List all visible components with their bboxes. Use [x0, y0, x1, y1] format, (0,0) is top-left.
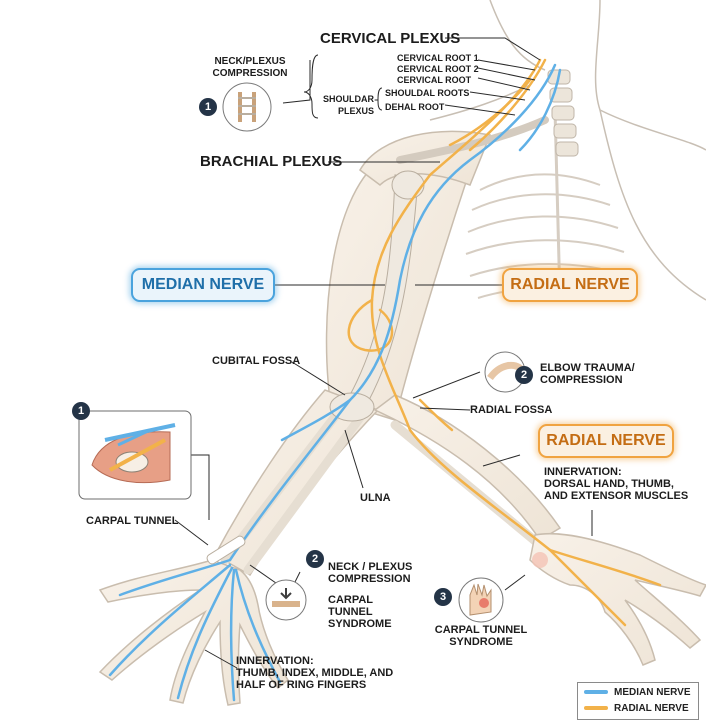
badge-1-inset: 1 [72, 402, 90, 420]
neck-compression-inset [222, 82, 272, 132]
carpal-tunnel-syndrome-2-label: CARPAL TUNNEL SYNDROME [434, 624, 528, 648]
shoulder-plexus-label: SHOULDAR PLEXUS [323, 94, 374, 116]
carpal-tunnel-inset [78, 410, 192, 500]
cervical-root-2-label: CERVICAL ROOT 2 [397, 64, 479, 74]
left-hand [98, 559, 289, 706]
radial-innervation-label: INNERVATION: DORSAL HAND, THUMB, AND EXT… [544, 466, 689, 502]
legend-median-swatch [584, 690, 608, 695]
radial-nerve-pill-upper: RADIAL NERVE [502, 268, 638, 302]
hand-syndrome-inset [458, 577, 504, 623]
ulna-label: ULNA [360, 492, 391, 504]
neck-plexus-compression-2-label: NECK / PLEXUS COMPRESSION [328, 561, 413, 585]
cervical-root-1-label: CERVICAL ROOT 1 [397, 53, 479, 63]
carpal-tunnel-label: CARPAL TUNNEL [86, 515, 179, 527]
median-innervation-label: INNERVATION: THUMB, INDEX, MIDDLE, AND H… [236, 655, 394, 691]
median-nerve-path [108, 63, 562, 702]
badge-2-elbow: 2 [515, 366, 533, 384]
wrist-pain-spot [532, 552, 548, 568]
left-radius-bone [220, 405, 345, 565]
cervical-plexus-label: CERVICAL PLEXUS [320, 30, 461, 47]
humeral-head [391, 170, 425, 200]
clavicle [396, 116, 549, 164]
badge-3: 3 [434, 588, 452, 606]
legend-median-text: MEDIAN NERVE [614, 687, 691, 698]
legend-radial-text: RADIAL NERVE [614, 703, 689, 714]
radial-nerve-path [347, 58, 662, 627]
median-nerve-pill: MEDIAN NERVE [131, 268, 275, 302]
legend: MEDIAN NERVE RADIAL NERVE [577, 682, 699, 720]
legend-median: MEDIAN NERVE [584, 687, 691, 698]
legend-radial-swatch [584, 706, 608, 711]
bracket [303, 54, 383, 119]
radial-fossa-label: RADIAL FOSSA [470, 404, 553, 416]
right-forearm [373, 394, 562, 542]
elbow-trauma-label: ELBOW TRAUMA/ COMPRESSION [540, 362, 635, 386]
radial-nerve-pill-lower: RADIAL NERVE [538, 424, 674, 458]
leader-lines [174, 37, 593, 669]
right-hand [529, 532, 706, 666]
shoulder-roots-label: SHOULDAL ROOTS [385, 88, 470, 98]
neck-plexus-compression-label: NECK/PLEXUS COMPRESSION [212, 56, 288, 79]
cubital-fossa-label: CUBITAL FOSSA [212, 355, 301, 367]
legend-radial: RADIAL NERVE [584, 703, 689, 714]
wrist-compression-inset [265, 579, 307, 621]
carpal-tunnel-band [206, 535, 246, 565]
left-ulna-bone [243, 410, 367, 575]
badge-1-neck: 1 [199, 98, 217, 116]
brachial-plexus-label: BRACHIAL PLEXUS [200, 153, 343, 170]
cervical-root-label: CERVICAL ROOT [397, 75, 472, 85]
badge-2-wrist: 2 [306, 550, 324, 568]
carpal-tunnel-syndrome-label: CARPAL TUNNEL SYNDROME [328, 594, 392, 630]
spine [547, 69, 579, 157]
dehal-root-label: DEHAL ROOT [385, 102, 445, 112]
elbow-joint [329, 392, 375, 422]
